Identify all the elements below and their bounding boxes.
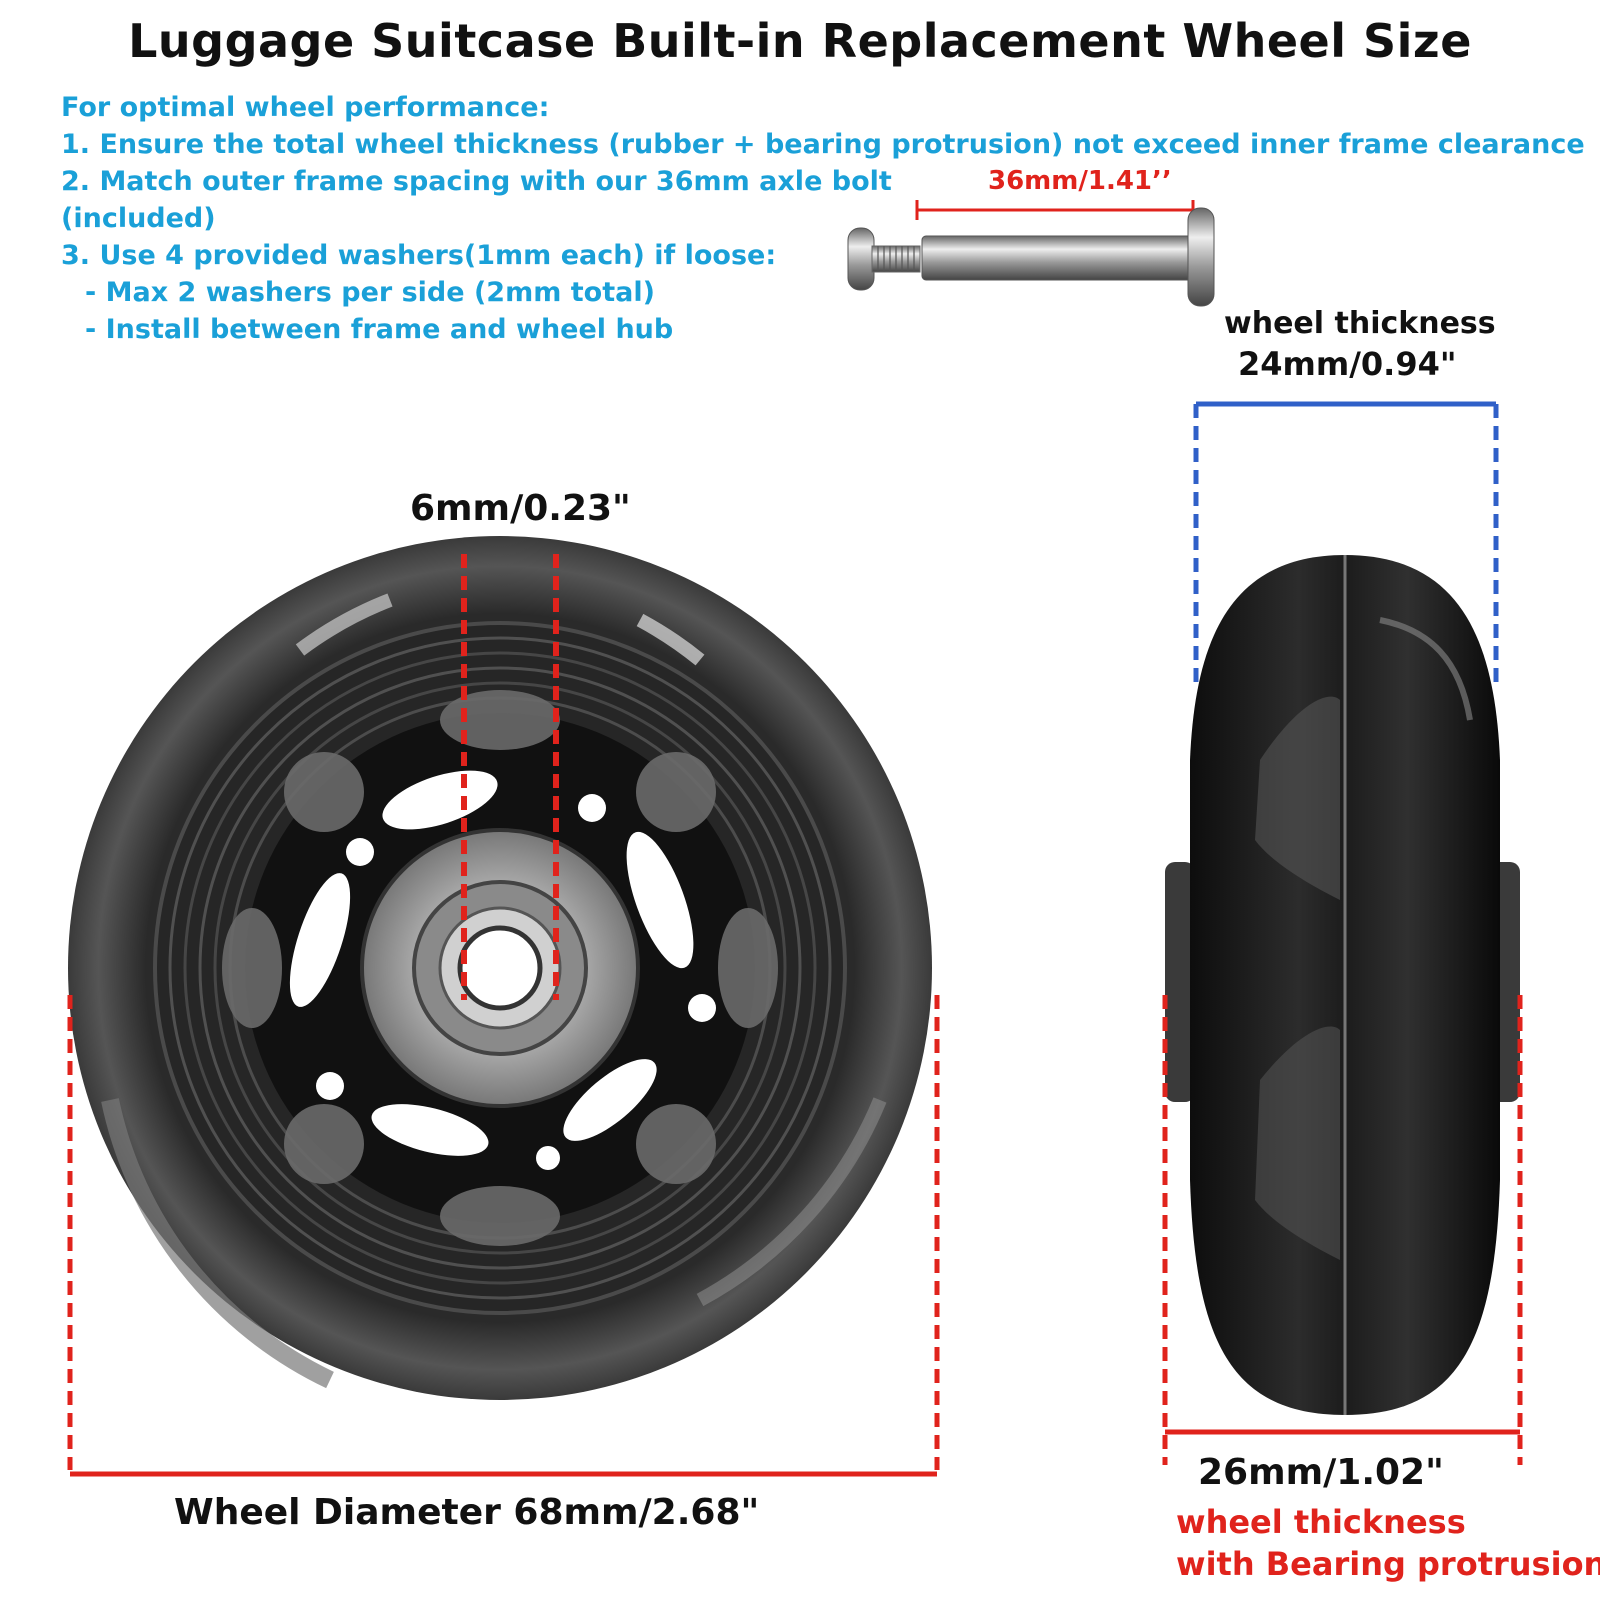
instruction-sub-1: - Max 2 washers per side (2mm total) — [85, 277, 655, 308]
instruction-line-3: 3. Use 4 provided washers(1mm each) if l… — [61, 240, 777, 271]
protrusion-dimension-lines — [1162, 995, 1523, 1465]
instruction-line-1: 1. Ensure the total wheel thickness (rub… — [61, 129, 1585, 160]
wheel-side-view — [1165, 555, 1520, 1415]
bore-dimension-lines — [461, 554, 559, 1000]
thickness-title: wheel thickness — [1224, 306, 1496, 341]
protrusion-title-1: wheel thickness — [1176, 1503, 1466, 1541]
diameter-label: Wheel Diameter 68mm/2.68" — [174, 1492, 760, 1533]
instruction-line-2b: (included) — [61, 203, 216, 234]
instruction-line-2: 2. Match outer frame spacing with our 36… — [61, 166, 892, 197]
diameter-dimension-lines — [67, 995, 940, 1477]
thickness-dimension-lines — [1193, 401, 1499, 690]
instruction-sub-2: - Install between frame and wheel hub — [85, 314, 674, 345]
axle-bolt — [847, 200, 1215, 307]
bore-dimension-label: 6mm/0.23" — [410, 488, 631, 529]
instructions-heading: For optimal wheel performance: — [61, 92, 550, 123]
protrusion-value: 26mm/1.02" — [1198, 1452, 1444, 1493]
page-title: Luggage Suitcase Built-in Replacement Wh… — [128, 14, 1472, 68]
thickness-value: 24mm/0.94" — [1238, 345, 1457, 383]
protrusion-title-2: with Bearing protrusion — [1176, 1545, 1600, 1583]
bolt-length-label: 36mm/1.41’’ — [988, 166, 1172, 196]
wheel-front-view — [68, 536, 932, 1400]
